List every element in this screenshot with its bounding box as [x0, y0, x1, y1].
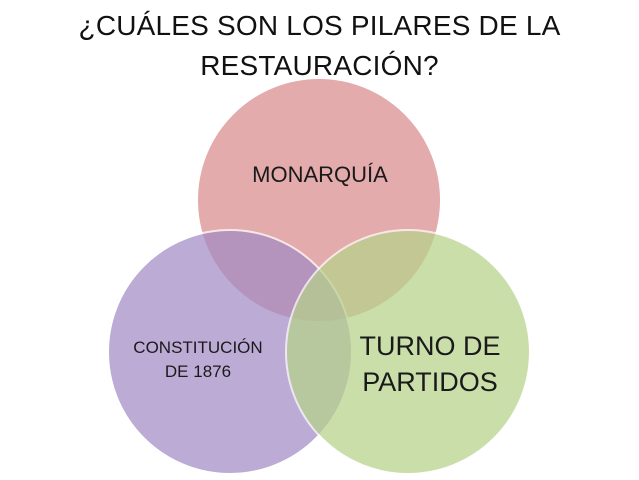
label-monarquia: MONARQUÍA — [210, 162, 430, 188]
title-line-1: ¿CUÁLES SON LOS PILARES DE LA — [78, 10, 561, 41]
label-turno-line-1: TURNO DE — [359, 331, 501, 361]
label-constitucion-line-2: DE 1876 — [164, 362, 232, 381]
circle-turno-de-partidos — [285, 229, 531, 475]
label-turno-de-partidos: TURNO DE PARTIDOS — [340, 328, 520, 400]
label-constitucion-line-1: CONSTITUCIÓN — [133, 338, 263, 357]
label-constitucion: CONSTITUCIÓN DE 1876 — [118, 336, 278, 384]
label-turno-line-2: PARTIDOS — [362, 367, 498, 397]
page-title: ¿CUÁLES SON LOS PILARES DE LA RESTAURACI… — [0, 6, 639, 86]
title-line-2: RESTAURACIÓN? — [200, 50, 439, 81]
label-monarquia-text: MONARQUÍA — [252, 162, 388, 187]
